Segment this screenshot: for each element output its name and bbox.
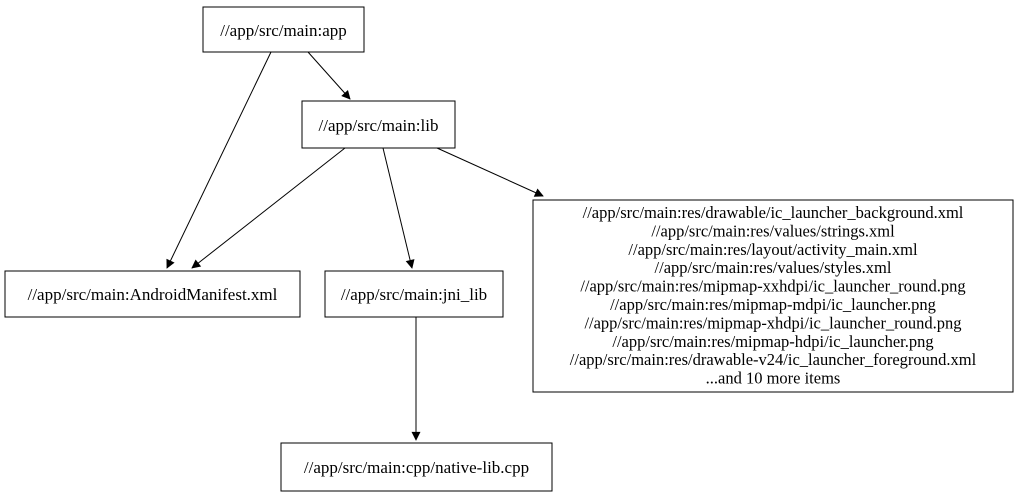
node-resources-box: [532, 199, 1014, 393]
node-native-lib-box: [280, 442, 553, 492]
node-app: //app/src/main:app: [202, 6, 365, 53]
resource-line: //app/src/main:res/mipmap-xhdpi/ic_launc…: [584, 313, 961, 332]
node-jni-lib: //app/src/main:jni_lib: [324, 270, 504, 318]
edges: [166, 51, 544, 441]
resource-line: //app/src/main:res/values/styles.xml: [655, 258, 892, 277]
resource-line: //app/src/main:res/values/strings.xml: [651, 221, 895, 240]
node-lib: //app/src/main:lib: [301, 100, 456, 149]
resource-overflow-line: ...and 10 more items: [706, 369, 841, 388]
edge-lib-to-resources: [436, 147, 544, 197]
resource-line: //app/src/main:res/mipmap-xxhdpi/ic_laun…: [580, 277, 965, 296]
node-android-manifest: //app/src/main:AndroidManifest.xml: [4, 270, 301, 318]
edge-lib-to-jni-lib: [382, 147, 415, 269]
node-native-lib-label: //app/src/main:cpp/native-lib.cpp: [304, 458, 529, 477]
resource-line: //app/src/main:res/mipmap-hdpi/ic_launch…: [612, 332, 933, 351]
resource-line: //app/src/main:res/layout/activity_main.…: [628, 240, 918, 259]
edge-lib-to-android-manifest: [191, 147, 346, 269]
node-android-manifest-box: [4, 270, 301, 318]
node-native-lib: //app/src/main:cpp/native-lib.cpp: [280, 442, 553, 492]
node-lib-label: //app/src/main:lib: [319, 116, 439, 135]
node-app-label: //app/src/main:app: [220, 21, 347, 40]
node-jni-lib-label: //app/src/main:jni_lib: [341, 285, 487, 304]
resource-line: //app/src/main:res/drawable/ic_launcher_…: [583, 203, 964, 222]
node-resources: //app/src/main:res/drawable/ic_launcher_…: [532, 199, 1014, 393]
node-app-box: [202, 6, 365, 53]
node-lib-box: [301, 100, 456, 149]
node-jni-lib-box: [324, 270, 504, 318]
edge-app-to-android-manifest: [166, 51, 272, 269]
resource-line: //app/src/main:res/mipmap-mdpi/ic_launch…: [610, 295, 936, 314]
node-android-manifest-label: //app/src/main:AndroidManifest.xml: [28, 285, 278, 304]
resource-line: //app/src/main:res/drawable-v24/ic_launc…: [570, 350, 977, 369]
edge-app-to-lib: [307, 51, 351, 100]
